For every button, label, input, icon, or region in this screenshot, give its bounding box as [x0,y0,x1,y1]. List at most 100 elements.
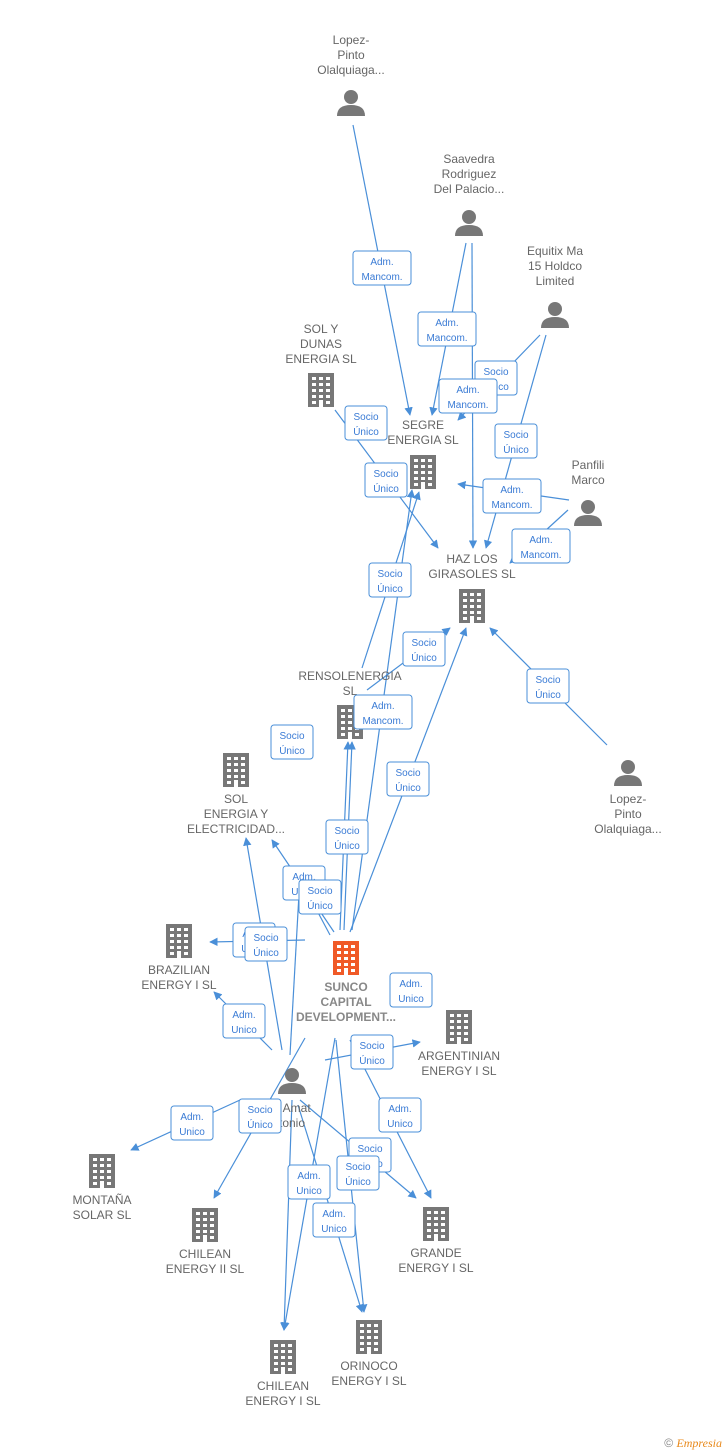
building-icon [459,589,485,623]
relation-type-label: Adm. [322,1209,345,1220]
building-icon [423,1207,449,1241]
relation-type-label: Único [307,899,333,912]
relation-type-label: Socio [279,731,304,742]
footer-credit: © Empresia [664,1436,722,1451]
company-node[interactable]: SOLENERGIA YELECTRICIDAD... [187,753,285,836]
relation-box[interactable]: Adm. Unico [287,1164,331,1200]
relation-type-label: Adm. [232,1010,255,1021]
node-label: CHILEAN [179,1247,231,1261]
relation-type-label: Socio [353,412,378,423]
relation-boxes-layer: Adm.Mancom.Adm.Mancom.SocioÚnicoAdm.Manc… [170,250,571,1238]
node-label: 15 Holdco [528,259,582,273]
person-node[interactable]: Lopez-PintoOlalquiaga... [317,33,385,116]
node-label: Equitix Ma [527,244,583,258]
relation-box[interactable]: Adm.Unico [312,1202,356,1238]
building-icon [89,1154,115,1188]
relation-box[interactable]: Adm.Unico [389,972,433,1008]
relation-type-label: Adm. [297,1171,320,1182]
node-label: ELECTRICIDAD... [187,822,285,836]
relation-type-label: Adm. [292,872,315,883]
relation-type-label: Socio [373,469,398,480]
building-icon [356,1320,382,1354]
person-node[interactable]: Lopez-PintoOlalquiaga... [594,760,662,836]
node-label: tonio [279,1116,305,1130]
relation-box[interactable]: Adm.Unico [222,1003,266,1039]
main-company-node[interactable]: SUNCOCAPITALDEVELOPMENT... [296,941,396,1024]
relation-type-label: Unico [296,1186,322,1197]
relation-type-label: Único [503,443,529,456]
building-icon [192,1208,218,1242]
relation-type-label: Socio [345,1162,370,1173]
node-label: SOL [224,792,248,806]
relation-box[interactable]: Adm.Unico [170,1105,214,1141]
relation-box[interactable]: Adm.Mancom. [352,250,412,286]
building-icon [223,753,249,787]
node-label: DUNAS [300,337,342,351]
relation-type-label: Único [411,651,437,664]
relation-type-label: Adm. [435,318,458,329]
relation-type-label: Mancom. [362,716,403,727]
relation-box[interactable]: Adm. Unico [378,1097,422,1133]
relation-type-label: Unico [398,994,424,1005]
node-label: SL [343,684,358,698]
relation-type-label: Socio [247,1105,272,1116]
relation-type-label: Mancom. [491,500,532,511]
relation-box[interactable]: Adm. Mancom. [353,694,413,730]
node-label: Lopez- [333,33,370,47]
building-icon [166,924,192,958]
relation-box[interactable]: Adm. Mancom. [417,311,477,347]
relation-type-label: Mancom. [447,400,488,411]
relation-type-label: Adm. [529,535,552,546]
relation-type-label: Único [279,744,305,757]
node-label: ENERGIA SL [387,433,459,447]
relation-box[interactable]: Adm.Mancom. [482,478,542,514]
relation-type-label: Adm. [388,1104,411,1115]
relation-type-label: Socio [377,569,402,580]
relation-type-label: Único [377,582,403,595]
relation-type-label: Unico [387,1119,413,1130]
relation-type-label: Único [247,1118,273,1131]
relation-box[interactable]: Adm.Mancom. [511,528,571,564]
relation-type-label: Único [253,946,279,959]
relation-type-label: Único [359,1054,385,1067]
relation-box[interactable]: Adm.Mancom. [438,378,498,414]
node-label: ENERGIA Y [204,807,268,821]
node-label: SUNCO [324,980,367,994]
brand-logo[interactable]: Empresia [676,1436,722,1450]
node-label: GRANDE [410,1246,461,1260]
relation-type-label: Único [353,425,379,438]
relation-type-label: Adm. [371,701,394,712]
relation-type-label: Unico [179,1127,205,1138]
relation-type-label: Socio [253,933,278,944]
relation-type-label: Mancom. [426,333,467,344]
